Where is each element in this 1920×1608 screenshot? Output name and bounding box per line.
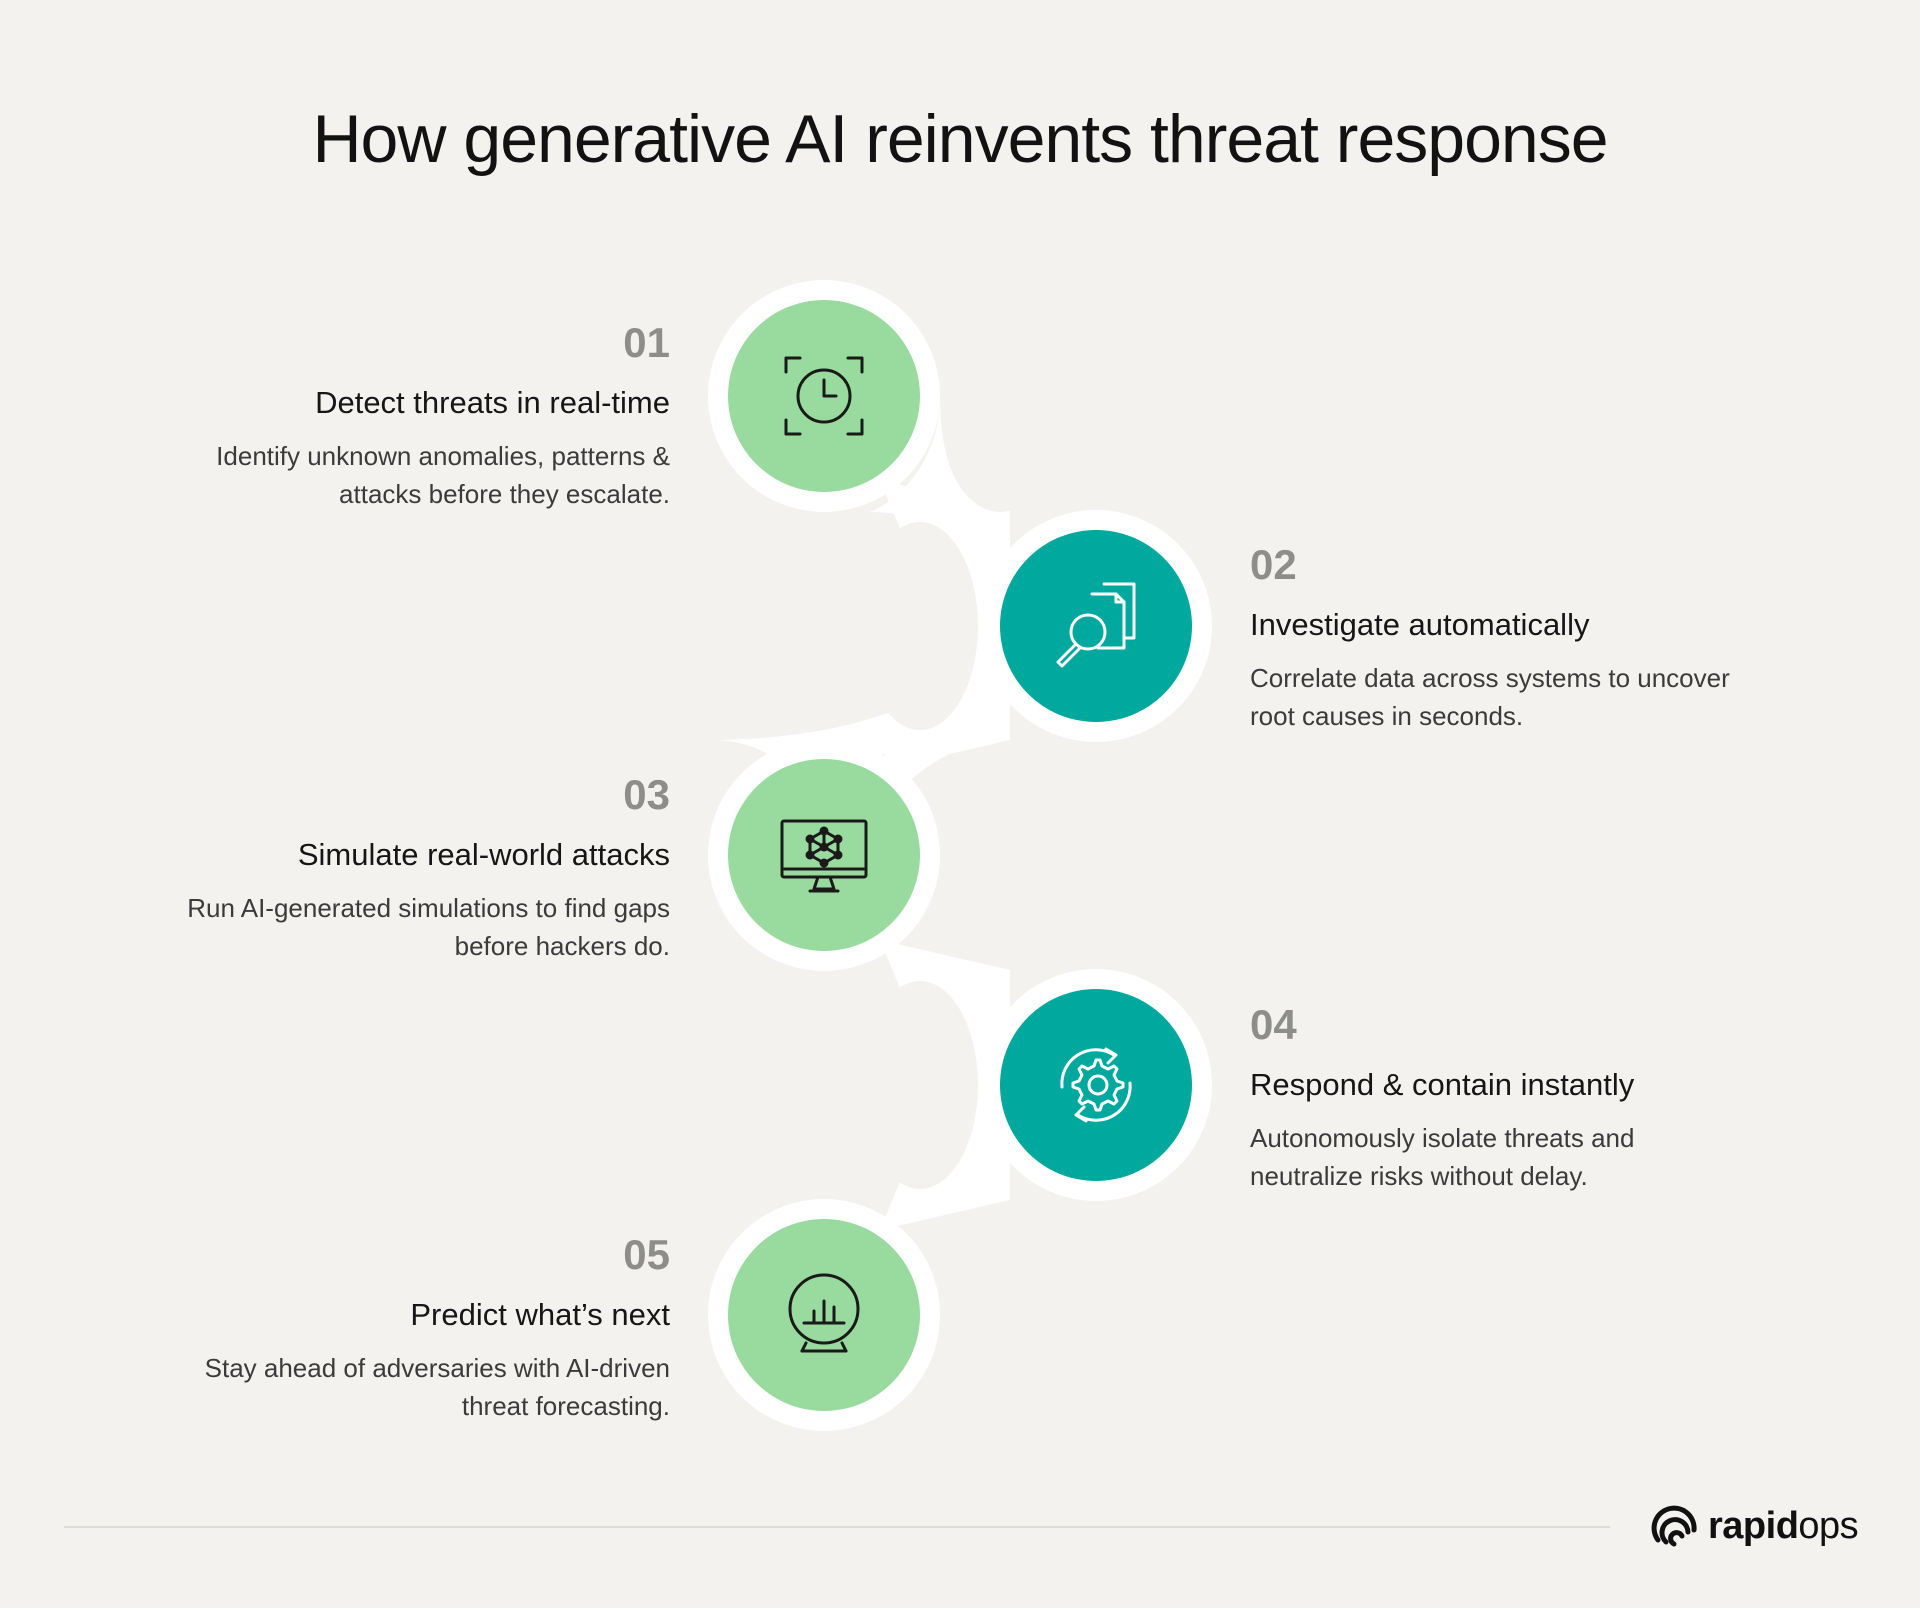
step-2-number: 02 (1250, 541, 1297, 588)
document-search-icon (1056, 582, 1136, 668)
step-2-text: 02 Investigate automatically Correlate d… (1250, 544, 1850, 735)
clock-scan-icon (784, 356, 864, 436)
page-title: How generative AI reinvents threat respo… (312, 101, 1608, 177)
step-1-title: Detect threats in real-time (315, 385, 670, 420)
step-3-description: Run AI-generated simulations to find gap… (187, 893, 670, 962)
step-5-number: 05 (623, 1231, 670, 1278)
step-2-title: Investigate automatically (1250, 607, 1590, 642)
step-5-text: 05 Predict what’s next Stay ahead of adv… (110, 1234, 670, 1425)
step-3-circle (728, 759, 920, 951)
brand-wordmark: rapidops (1708, 1504, 1859, 1547)
step-1-number: 01 (623, 319, 670, 366)
step-1-text: 01 Detect threats in real-time Identify … (110, 322, 670, 513)
step-4-text: 04 Respond & contain instantly Autonomou… (1250, 1004, 1850, 1195)
step-3-text: 03 Simulate real-world attacks Run AI-ge… (70, 774, 670, 965)
step-5-title: Predict what’s next (410, 1297, 670, 1332)
step-5-circle (728, 1219, 920, 1411)
step-1-circle (728, 300, 920, 492)
step-3-title: Simulate real-world attacks (297, 837, 670, 872)
step-5-description: Stay ahead of adversaries with AI-driven… (204, 1353, 670, 1422)
monitor-network-icon (780, 819, 868, 893)
step-3-number: 03 (623, 771, 670, 818)
step-4-number: 04 (1250, 1001, 1297, 1048)
crystal-ball-chart-icon (788, 1273, 860, 1353)
step-4-title: Respond & contain instantly (1250, 1067, 1635, 1102)
step-1-description: Identify unknown anomalies, patterns &at… (216, 441, 670, 510)
step-2-description: Correlate data across systems to uncover… (1250, 663, 1730, 732)
step-2-circle (1000, 530, 1192, 722)
brand-logo: rapidops (1650, 1500, 1859, 1552)
gear-refresh-icon (1060, 1047, 1132, 1123)
step-4-circle (1000, 989, 1192, 1181)
rapidops-logo-icon (1651, 1505, 1697, 1547)
footer-divider (64, 1526, 1610, 1528)
